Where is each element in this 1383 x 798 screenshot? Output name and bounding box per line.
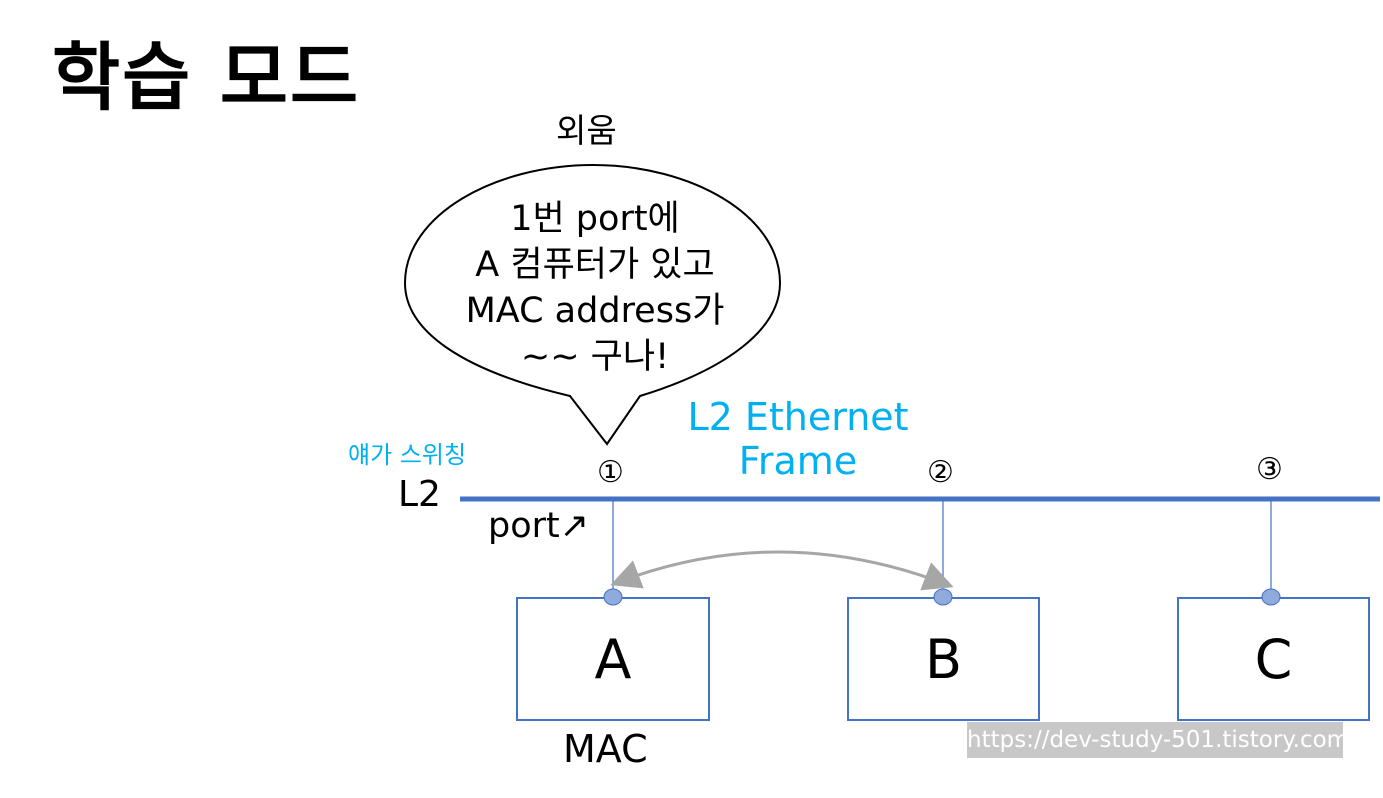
speech-bubble: [403, 163, 782, 446]
speech-bubble-line: 1번 port에: [510, 199, 680, 239]
host-c-label: C: [1254, 627, 1293, 691]
host-b-box: B: [847, 597, 1040, 721]
port-number-1: ①: [597, 455, 624, 490]
switching-label: 얘가 스위칭: [348, 441, 467, 469]
page-title: 학습 모드: [52, 35, 361, 121]
ethernet-frame-label-line2: Frame: [738, 439, 858, 483]
l2-label: L2: [398, 474, 441, 515]
host-c-box: C: [1177, 597, 1370, 721]
speech-bubble-line: MAC address가: [465, 291, 725, 331]
speech-bubble-text: 1번 port에 A 컴퓨터가 있고 MAC address가 ~~ 구나!: [410, 196, 780, 380]
a-b-frame-arrow: [610, 550, 954, 591]
ethernet-frame-label: L2 Ethernet Frame: [668, 395, 928, 483]
watermark: https://dev-study-501.tistory.com: [967, 722, 1349, 758]
mac-label: MAC: [563, 727, 648, 771]
memorize-label: 외움: [556, 111, 617, 150]
speech-bubble-line: A 컴퓨터가 있고: [475, 245, 715, 285]
port-number-3: ③: [1256, 452, 1283, 487]
port-label: port↗: [488, 506, 590, 546]
ethernet-frame-label-line1: L2 Ethernet: [687, 395, 909, 439]
port-number-2: ②: [927, 455, 954, 490]
host-a-label: A: [594, 627, 632, 691]
host-b-label: B: [924, 627, 963, 691]
host-a-box: A: [516, 597, 710, 721]
speech-bubble-line: ~~ 구나!: [520, 337, 670, 377]
